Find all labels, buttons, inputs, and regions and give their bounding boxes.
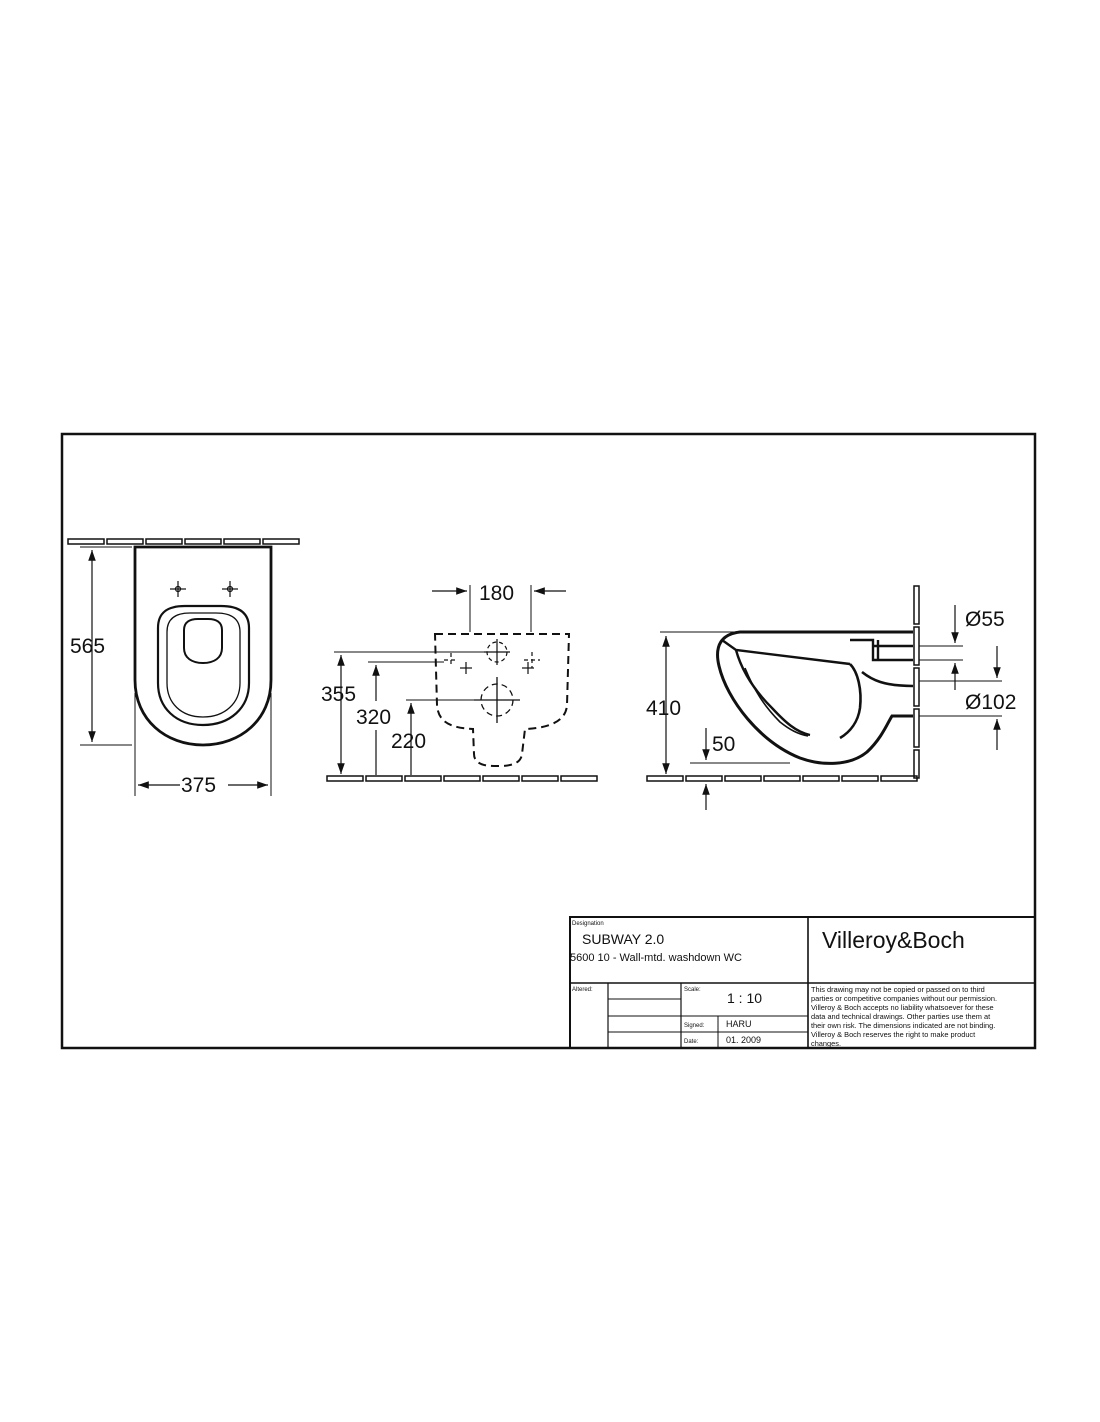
disclaimer-text: This drawing may not be copied or passed…	[811, 985, 997, 1048]
bowl-rim-line	[721, 639, 851, 666]
flush-inlet	[850, 638, 913, 662]
date-label: Date:	[684, 1039, 699, 1045]
product-description: 5600 10 - Wall-mtd. washdown WC	[570, 952, 742, 964]
signed-label: Signed:	[684, 1023, 705, 1029]
scale-label: Scale:	[684, 987, 701, 993]
dim-outlet-height-50: 50	[712, 733, 735, 756]
floor-line-wall-view	[326, 775, 598, 782]
brand-logo-text: Villeroy&Boch	[822, 927, 965, 953]
date-value: 01. 2009	[726, 1035, 761, 1045]
altered-label: Altered:	[572, 987, 593, 993]
drawing-frame	[60, 432, 1037, 1050]
dim-depth-565: 565	[70, 635, 105, 658]
disclaimer-line: their own risk. The dimensions indicated…	[811, 1021, 995, 1030]
dim-height-355: 355	[321, 683, 356, 706]
dim-bolt-spacing-180: 180	[479, 582, 514, 605]
floor-line-side-view	[646, 775, 918, 782]
wall-view	[326, 585, 598, 782]
top-view	[67, 538, 300, 796]
bowl-inner-profile-2	[744, 667, 809, 737]
wall-line-top-view	[67, 538, 300, 545]
dim-rim-height-410: 410	[646, 697, 681, 720]
bowl-inner-profile	[734, 649, 811, 737]
disclaimer-line: This drawing may not be copied or passed…	[811, 985, 985, 994]
product-name: SUBWAY 2.0	[582, 931, 664, 947]
trap-outlet	[861, 670, 914, 688]
side-view	[646, 585, 1002, 810]
dim-outlet-diameter-102: Ø102	[965, 691, 1016, 714]
dim-width-375: 375	[181, 774, 216, 797]
dim-height-220: 220	[391, 730, 426, 753]
disclaimer-line: data and technical drawings. Other parti…	[811, 1012, 990, 1021]
scale-value: 1 : 10	[727, 990, 762, 1006]
bowl-opening-top	[183, 618, 223, 665]
disclaimer-line: Villeroy & Boch reserves the right to ma…	[811, 1030, 975, 1039]
designation-label: Designation	[572, 921, 604, 927]
disclaimer-line: Villeroy & Boch accepts no liability wha…	[811, 1003, 994, 1012]
seat-rim-top	[156, 604, 251, 727]
upper-mounting-holes	[444, 639, 540, 674]
dim-height-320: 320	[356, 706, 391, 729]
fixing-holes-top	[170, 581, 238, 597]
outlet-hole-wall-view	[474, 677, 520, 723]
title-block	[569, 916, 1036, 1049]
trap-profile	[839, 663, 862, 740]
seat-inner-top	[166, 612, 241, 718]
disclaimer-line: changes.	[811, 1039, 841, 1048]
dim-inlet-diameter-55: Ø55	[965, 608, 1005, 631]
disclaimer-line: parties or competitive companies without…	[811, 994, 997, 1003]
bowl-outline-top	[133, 545, 273, 747]
bowl-profile-outer	[716, 630, 913, 765]
signed-value: HARU	[726, 1019, 752, 1029]
wall-line-side-view	[913, 585, 920, 779]
